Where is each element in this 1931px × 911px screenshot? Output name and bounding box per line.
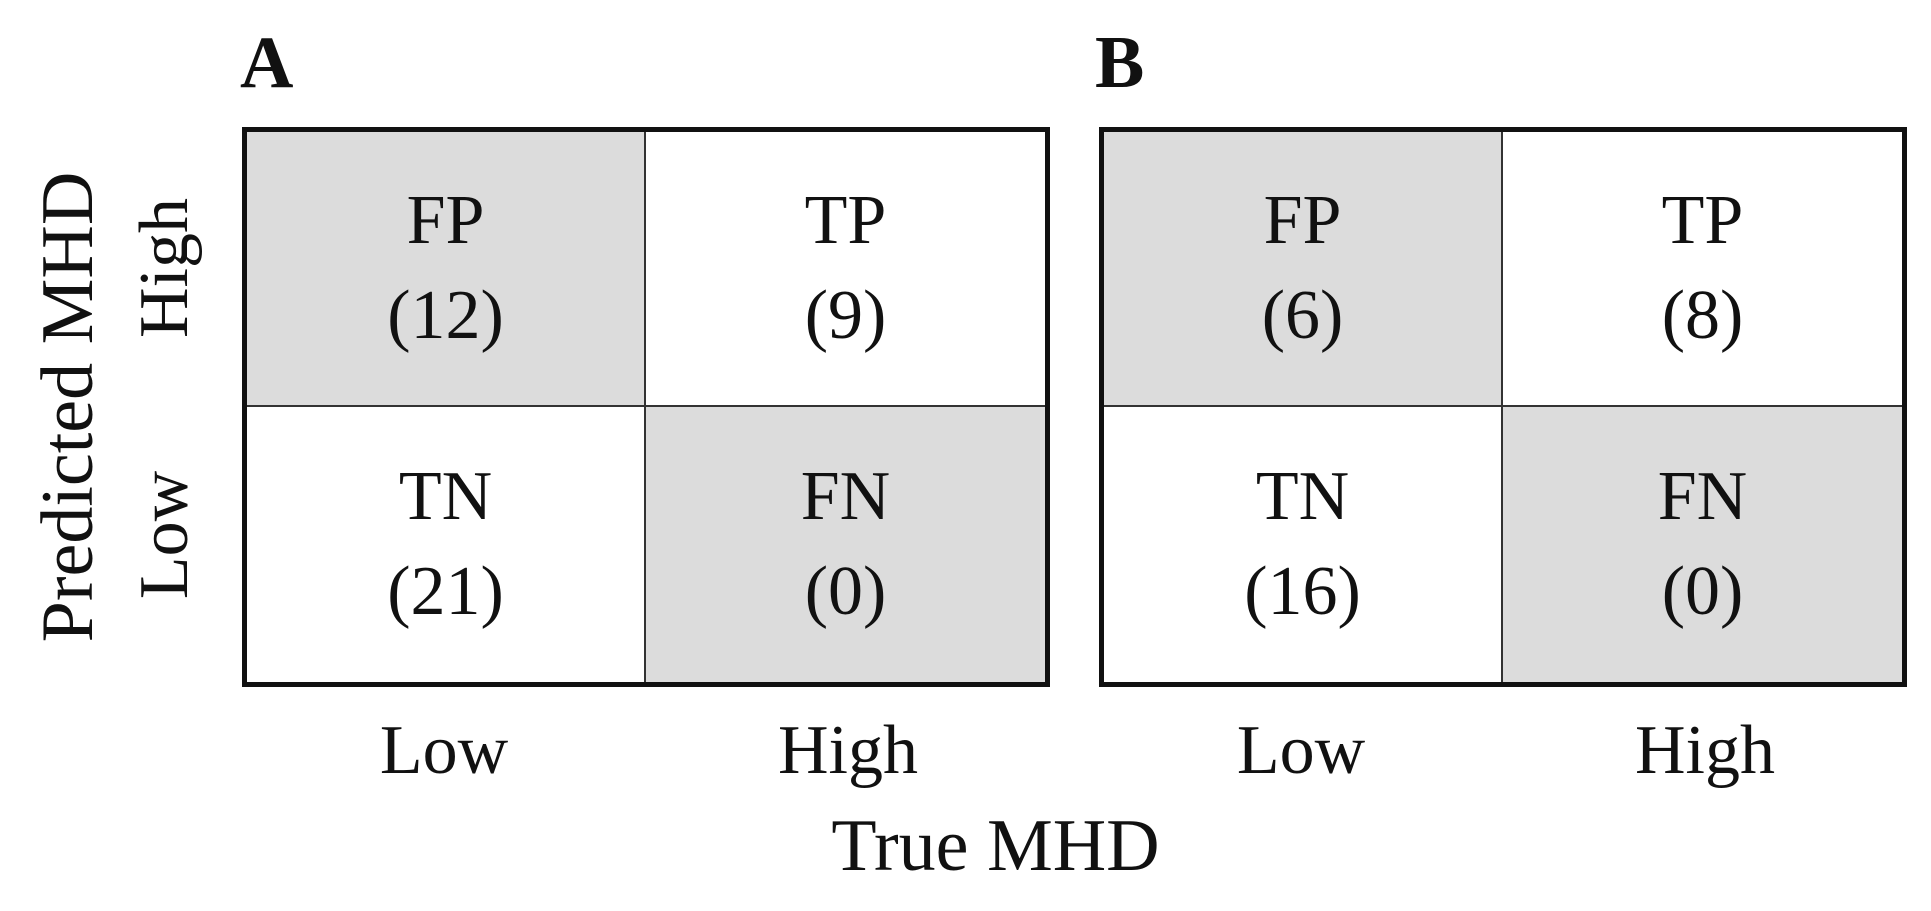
cell-count: (12) <box>387 276 504 354</box>
cell-count: (0) <box>804 552 887 630</box>
matrix-a-cell-fp: FP (12) <box>247 132 646 407</box>
cell-count: (9) <box>804 276 887 354</box>
x-axis-title: True MHD <box>831 805 1160 887</box>
cell-label: FN <box>1657 458 1748 535</box>
matrix-b-cell-tn: TN (16) <box>1104 407 1503 682</box>
confusion-matrix-b: FP (6) TP (8) TN (16) FN (0) <box>1099 127 1907 687</box>
panel-label-b: B <box>1095 22 1145 104</box>
cell-count: (21) <box>387 552 504 630</box>
cell-label: FN <box>800 458 891 535</box>
matrix-a-cell-fn: FN (0) <box>646 407 1045 682</box>
cell-label: FP <box>406 182 485 259</box>
matrix-a-cell-tp: TP (9) <box>646 132 1045 407</box>
cell-label: TP <box>1661 182 1744 259</box>
cell-count: (6) <box>1261 276 1344 354</box>
y-tick-label-low: Low <box>126 470 203 600</box>
confusion-matrix-a: FP (12) TP (9) TN (21) FN (0) <box>242 127 1050 687</box>
cell-count: (0) <box>1661 552 1744 630</box>
y-axis-title: Predicted MHD <box>27 171 109 643</box>
x-tick-label-a-high: High <box>778 712 918 789</box>
x-tick-label-a-low: Low <box>379 712 509 789</box>
x-tick-label-b-low: Low <box>1236 712 1366 789</box>
matrix-b-cell-fn: FN (0) <box>1503 407 1902 682</box>
matrix-a-cell-tn: TN (21) <box>247 407 646 682</box>
matrix-b-cell-tp: TP (8) <box>1503 132 1902 407</box>
x-tick-label-b-high: High <box>1635 712 1775 789</box>
cell-label: TN <box>1255 458 1350 535</box>
cell-label: FP <box>1263 182 1342 259</box>
y-tick-label-high: High <box>126 198 203 338</box>
cell-count: (8) <box>1661 276 1744 354</box>
cell-label: TN <box>398 458 493 535</box>
cell-count: (16) <box>1244 552 1361 630</box>
panel-label-a: A <box>240 22 294 104</box>
cell-label: TP <box>804 182 887 259</box>
matrix-b-cell-fp: FP (6) <box>1104 132 1503 407</box>
